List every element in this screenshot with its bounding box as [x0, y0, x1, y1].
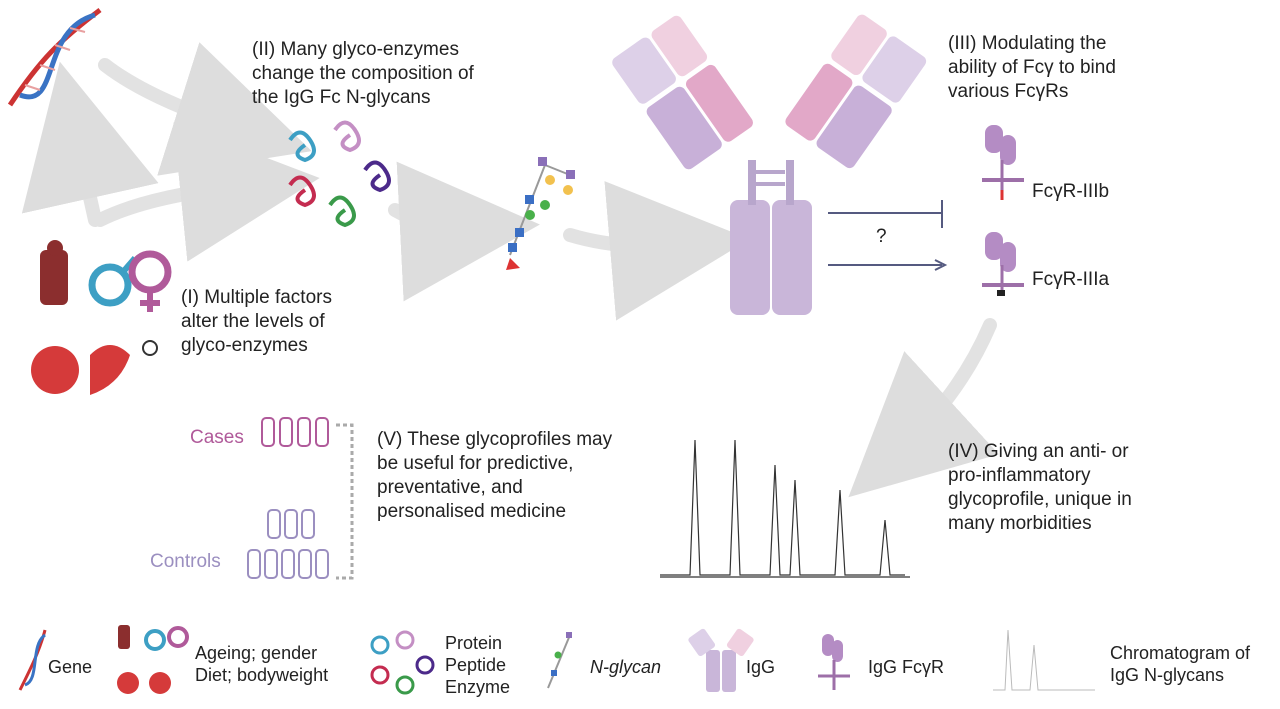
binding-arrows — [828, 200, 948, 271]
n-glycan-icon — [506, 157, 575, 270]
step2-label: (II) Many glyco-enzymes change the compo… — [252, 39, 474, 108]
fcgr-iiia-receptor — [982, 232, 1024, 296]
fcgr-iiia-label: FcγR-IIIa — [1032, 269, 1110, 290]
legend-igg: IgG — [746, 657, 776, 677]
legend-nglycan: N-glycan — [590, 657, 662, 677]
controls-icons — [247, 509, 329, 579]
dna-icon — [7, 8, 102, 107]
igg-antibody — [612, 14, 927, 315]
legend-chromatogram: Chromatogram of IgG N-glycans — [1110, 643, 1251, 685]
question-mark: ? — [876, 226, 887, 247]
step1-label: (I) Multiple factors alter the levels of… — [181, 287, 332, 356]
legend-fcgr: IgG FcγR — [868, 657, 945, 677]
legend-factors: Ageing; gender Diet; bodyweight — [195, 643, 329, 685]
factors-icons — [31, 240, 172, 395]
legend-gene: Gene — [48, 657, 93, 677]
legend-icons — [18, 625, 1095, 695]
cases-icons — [261, 417, 329, 447]
fcgr-iiib-receptor — [982, 125, 1024, 200]
legend-protein: Protein Peptide Enzyme — [445, 633, 511, 697]
cases-label: Cases — [190, 427, 244, 448]
fcgr-iiib-label: FcγR-IIIb — [1032, 181, 1110, 202]
controls-label: Controls — [150, 551, 221, 572]
step4-label: (IV) Giving an anti- or pro-inflammatory… — [948, 441, 1132, 534]
flow-arrows — [21, 42, 999, 498]
bracket — [336, 423, 354, 580]
step5-label: (V) These glycoprofiles may be useful fo… — [377, 429, 613, 522]
step3-label: (III) Modulating the ability of Fcγ to b… — [948, 33, 1116, 102]
protein-icons — [288, 120, 391, 228]
chromatogram — [660, 439, 910, 578]
